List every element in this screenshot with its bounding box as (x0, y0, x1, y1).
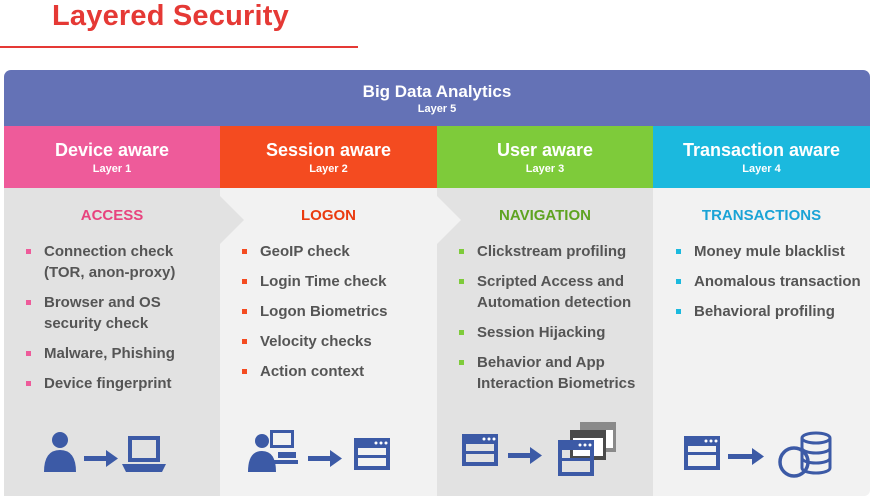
arrow-right-icon (308, 450, 342, 467)
title-underline (0, 46, 358, 48)
layer4-subtitle: Layer 4 (742, 162, 781, 175)
arrow-right-icon (508, 447, 542, 464)
bullet-square (26, 249, 31, 254)
list-item: Connection check (TOR, anon-proxy) (26, 241, 206, 283)
bullet-square (459, 249, 464, 254)
list-item: Logon Biometrics (242, 301, 432, 322)
web-window-icon (462, 434, 498, 466)
page-title: Layered Security (52, 0, 289, 32)
layer2-icons (248, 430, 390, 472)
user-at-computer-icon (248, 430, 298, 472)
list-item: Device fingerprint (26, 373, 206, 394)
bullet-square (242, 309, 247, 314)
bullet-square (459, 330, 464, 335)
user-icon (44, 432, 76, 472)
bullet-square (26, 351, 31, 356)
layer1-subtitle: Layer 1 (92, 162, 132, 175)
layer2-subtitle: Layer 2 (309, 162, 348, 175)
layer4-title: Transaction aware (682, 139, 841, 160)
layer3-header: User aware Layer 3 (437, 126, 653, 188)
layer3-list: Clickstream profiling Scripted Access an… (459, 241, 649, 403)
layer1-section-title: ACCESS (80, 207, 144, 224)
list-item: Money mule blacklist (676, 241, 861, 262)
laptop-icon (122, 436, 166, 472)
layer3-title: User aware (496, 139, 594, 160)
list-item: Login Time check (242, 271, 432, 292)
bullet-square (676, 309, 681, 314)
list-item: Behavior and App Interaction Biometrics (459, 352, 649, 394)
layer3-panel (437, 188, 653, 496)
bullet-square (26, 381, 31, 386)
bullet-square (242, 339, 247, 344)
bullet-square (242, 369, 247, 374)
list-item: GeoIP check (242, 241, 432, 262)
layer4-section-title: TRANSACTIONS (701, 207, 822, 224)
layer4-header: Transaction aware Layer 4 (653, 126, 870, 188)
layer5-subtitle: Layer 5 (417, 102, 457, 115)
layer2-header: Session aware Layer 2 (220, 126, 437, 188)
bullet-square (242, 249, 247, 254)
layer1-title: Device aware (54, 139, 170, 160)
layered-security-diagram: Big Data Analytics Layer 5 Device aware … (4, 70, 870, 496)
layer2-section-title: LOGON (301, 207, 356, 224)
layer3-subtitle: Layer 3 (525, 162, 565, 175)
layer1-icons (44, 432, 166, 472)
list-item: Scripted Access and Automation detection (459, 271, 649, 313)
arrow-right-icon (728, 448, 764, 465)
web-window-icon (354, 438, 390, 470)
bullet-square (459, 279, 464, 284)
bullet-square (26, 300, 31, 305)
bullet-square (676, 279, 681, 284)
layer5-header: Big Data Analytics Layer 5 (4, 70, 870, 126)
layer1-header: Device aware Layer 1 (4, 126, 220, 188)
layer4-icons (684, 431, 832, 478)
bullet-square (242, 279, 247, 284)
arrow-right-icon (84, 450, 118, 467)
layer3-section-title: NAVIGATION (499, 207, 591, 224)
coins-icon (778, 431, 832, 478)
bullet-square (459, 360, 464, 365)
layer2-list: GeoIP check Login Time check Logon Biome… (242, 241, 432, 391)
list-item: Clickstream profiling (459, 241, 649, 262)
list-item: Browser and OS security check (26, 292, 206, 334)
list-item: Action context (242, 361, 432, 382)
layer5-title: Big Data Analytics (362, 81, 512, 101)
list-item: Session Hijacking (459, 322, 649, 343)
list-item: Velocity checks (242, 331, 432, 352)
layer4-list: Money mule blacklist Anomalous transacti… (676, 241, 861, 331)
stacked-windows-icon (558, 422, 616, 476)
list-item: Anomalous transaction (676, 271, 861, 292)
layer1-panel (4, 188, 220, 496)
layer3-icons (462, 422, 616, 476)
web-window-icon (684, 436, 720, 470)
layer1-list: Connection check (TOR, anon-proxy) Brows… (26, 241, 206, 403)
layer2-title: Session aware (265, 139, 392, 160)
list-item: Behavioral profiling (676, 301, 861, 322)
list-item: Malware, Phishing (26, 343, 206, 364)
bullet-square (676, 249, 681, 254)
